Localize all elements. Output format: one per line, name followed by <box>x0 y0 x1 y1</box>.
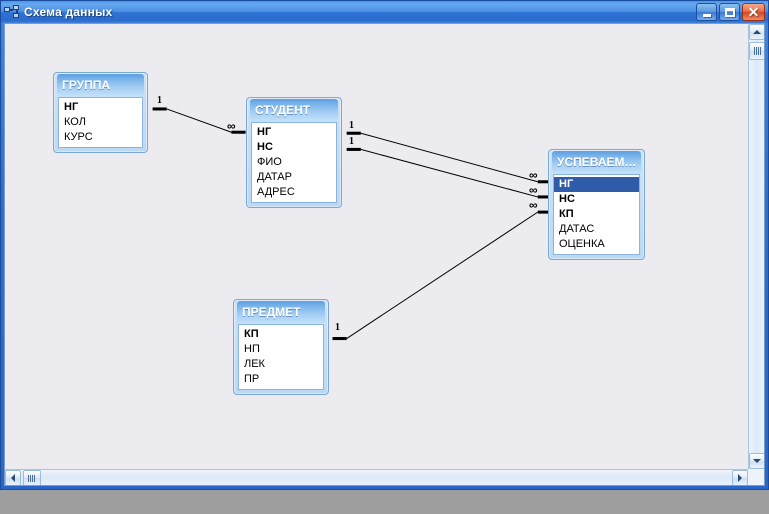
window-controls: ✕ <box>696 3 765 21</box>
cardinality-one-label: 1 <box>349 136 354 147</box>
scroll-up-button[interactable] <box>749 24 764 40</box>
field-list[interactable]: КП НП ЛЕК ПР <box>238 324 324 390</box>
scroll-right-arrow-icon <box>738 474 742 482</box>
table-title[interactable]: УСПЕВАЕМ… <box>552 151 641 174</box>
vertical-scrollbar[interactable] <box>748 24 764 469</box>
field-row[interactable]: КП <box>559 208 574 220</box>
field-row[interactable]: ДАТАР <box>257 171 292 183</box>
scroll-grip-icon <box>28 474 36 482</box>
window-title: Схема данных <box>24 5 113 19</box>
table-box[interactable]: ГРУППА НГ КОЛ КУРС <box>53 72 148 153</box>
field-row[interactable]: ПР <box>244 373 260 385</box>
scroll-down-arrow-icon <box>753 459 761 463</box>
relationship-line[interactable] <box>360 132 538 183</box>
relationship-line[interactable] <box>166 108 232 133</box>
field-row[interactable]: АДРЕС <box>257 186 295 198</box>
scroll-left-button[interactable] <box>5 470 21 485</box>
horizontal-scroll-thumb[interactable] <box>23 470 41 485</box>
cardinality-many-label: ∞ <box>529 198 538 212</box>
field-row[interactable]: НС <box>257 141 273 153</box>
table-title[interactable]: СТУДЕНТ <box>250 99 338 122</box>
field-row[interactable]: НП <box>244 343 260 355</box>
scroll-grip-icon <box>753 47 761 55</box>
relationships-icon <box>4 4 21 20</box>
scroll-right-button[interactable] <box>732 470 748 485</box>
table-box[interactable]: ПРЕДМЕТ КП НП ЛЕК ПР <box>233 299 329 395</box>
table-title[interactable]: ПРЕДМЕТ <box>237 301 325 324</box>
title-bar[interactable]: Схема данных ✕ <box>1 1 768 23</box>
horizontal-scrollbar[interactable] <box>5 469 748 485</box>
maximize-button[interactable] <box>719 3 740 21</box>
field-row[interactable]: ОЦЕНКА <box>559 238 605 250</box>
field-row[interactable]: НГ <box>257 126 272 138</box>
cardinality-one-label: 1 <box>157 95 162 106</box>
table-box[interactable]: СТУДЕНТ НГ НС ФИО ДАТАР АДРЕС <box>246 97 342 208</box>
vertical-scroll-thumb[interactable] <box>749 42 764 60</box>
field-row[interactable]: ЛЕК <box>244 358 265 370</box>
field-row[interactable]: ФИО <box>257 156 282 168</box>
field-row[interactable]: НС <box>559 193 575 205</box>
scrollbar-corner <box>748 469 764 485</box>
field-row[interactable]: НГ <box>64 101 79 113</box>
close-button[interactable]: ✕ <box>742 3 765 21</box>
cardinality-many-label: ∞ <box>227 119 236 133</box>
maximize-icon <box>724 7 735 17</box>
field-row[interactable]: КУРС <box>64 131 93 143</box>
table-title[interactable]: ГРУППА <box>57 74 144 97</box>
relationship-line[interactable] <box>360 148 538 198</box>
field-row[interactable]: КП <box>244 328 259 340</box>
scroll-left-arrow-icon <box>11 474 15 482</box>
field-row[interactable]: КОЛ <box>64 116 86 128</box>
cardinality-many-label: ∞ <box>529 168 538 182</box>
scroll-up-arrow-icon <box>753 30 761 34</box>
field-row[interactable]: НГ <box>554 177 639 192</box>
minimize-icon <box>702 13 711 17</box>
field-list[interactable]: НГ НС ФИО ДАТАР АДРЕС <box>251 122 337 203</box>
relationship-line[interactable] <box>346 211 539 339</box>
cardinality-many-label: ∞ <box>529 183 538 197</box>
cardinality-one-label: 1 <box>349 120 354 131</box>
field-list[interactable]: НГ КОЛ КУРС <box>58 97 143 148</box>
close-icon: ✕ <box>747 4 760 20</box>
cardinality-one-label: 1 <box>335 322 340 333</box>
minimize-button[interactable] <box>696 3 717 21</box>
field-row[interactable]: ДАТАС <box>559 223 595 235</box>
scroll-down-button[interactable] <box>749 453 764 469</box>
